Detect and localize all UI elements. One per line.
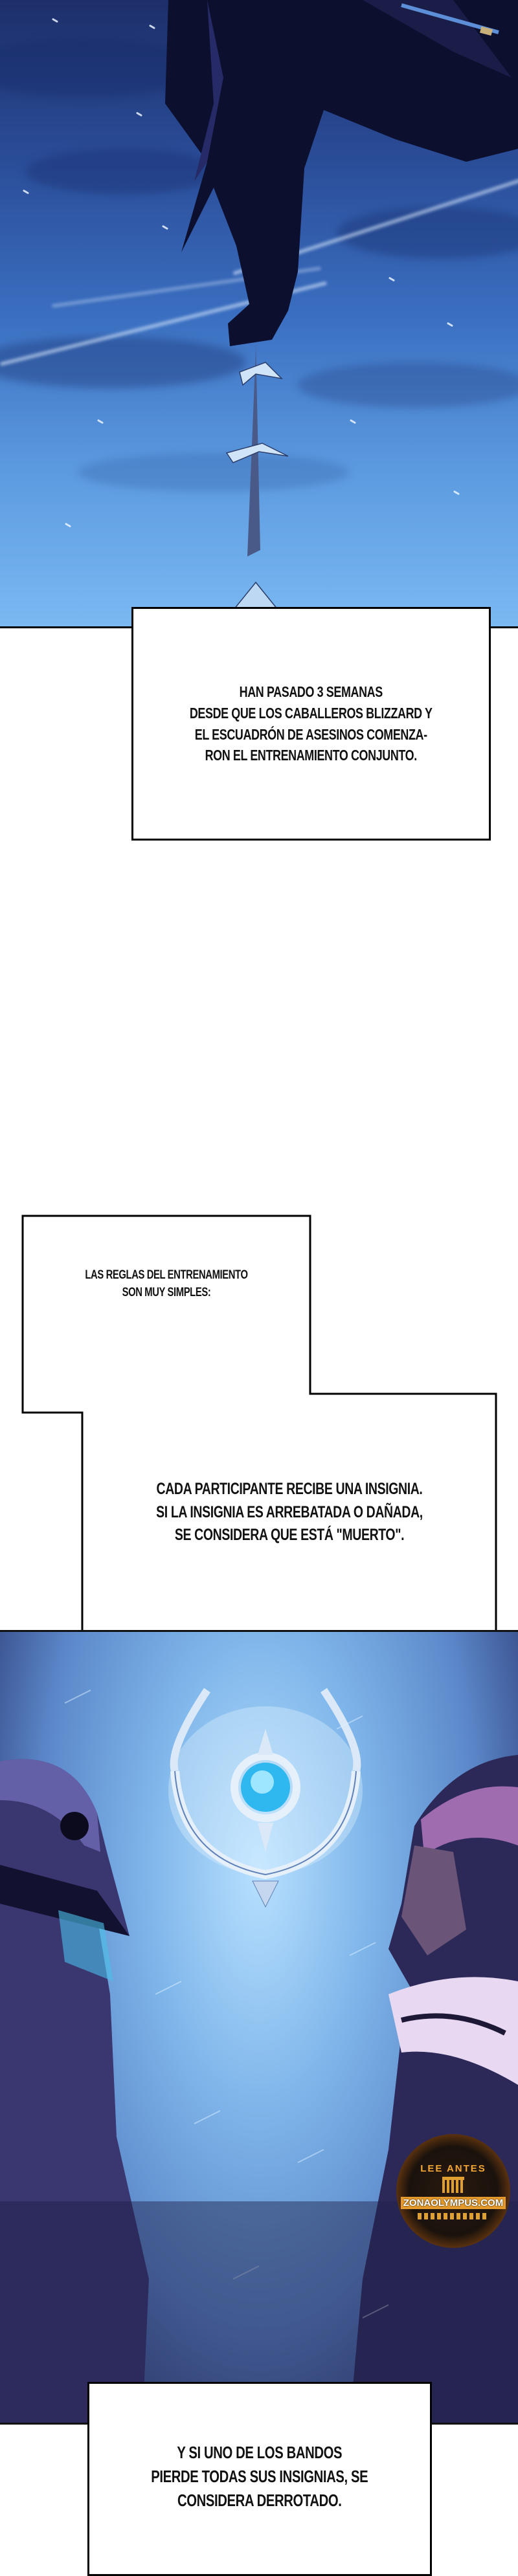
- caption-1-text: HAN PASADO 3 SEMANAS DESDE QUE LOS CABAL…: [190, 681, 433, 766]
- scene-illustration: [0, 1688, 518, 2423]
- temple-icon: [442, 2176, 464, 2193]
- cloud: [0, 336, 246, 388]
- caption-box-1: HAN PASADO 3 SEMANAS DESDE QUE LOS CABAL…: [131, 607, 491, 841]
- cloaked-figure-illustration: [165, 0, 518, 626]
- watermark-top-text: LEE ANTES: [420, 2163, 486, 2174]
- caption-line: SON MUY SIMPLES:: [122, 1285, 211, 1299]
- caption-line: CONSIDERA DERROTADO.: [177, 2490, 342, 2510]
- cloud: [337, 207, 518, 259]
- caption-line: EL ESCUADRÓN DE ASESINOS COMENZA-: [195, 725, 427, 743]
- caption-line: PIERDE TODAS SUS INSIGNIAS, SE: [151, 2466, 368, 2486]
- caption-3-text: CADA PARTICIPANTE RECIBE UNA INSIGNIA. S…: [128, 1478, 451, 1547]
- watermark-main-text: ZONAOLYMPUS.COM: [400, 2196, 506, 2209]
- panel-sky-scene: [0, 0, 518, 628]
- greek-key-pattern: [418, 2212, 489, 2219]
- caption-4-text: Y SI UNO DE LOS BANDOS PIERDE TODAS SUS …: [151, 2441, 368, 2513]
- caption-line: DESDE QUE LOS CABALLEROS BLIZZARD Y: [190, 704, 433, 721]
- cloud: [298, 362, 518, 408]
- caption-line: RON EL ENTRENAMIENTO CONJUNTO.: [205, 747, 418, 764]
- cloud: [78, 453, 350, 492]
- caption-line: CADA PARTICIPANTE RECIBE UNA INSIGNIA.: [156, 1480, 423, 1498]
- watermark-badge: LEE ANTES ZONAOLYMPUS.COM: [396, 2134, 510, 2248]
- caption-line: LAS REGLAS DEL ENTRENAMIENTO: [85, 1268, 248, 1282]
- caption-box-4: Y SI UNO DE LOS BANDOS PIERDE TODAS SUS …: [87, 2382, 432, 2576]
- insignia-icon: [168, 1688, 363, 1908]
- cloud: [26, 149, 220, 194]
- skull-knight-figure: [0, 1759, 149, 2423]
- scarred-man-figure: [350, 1755, 518, 2423]
- caption-line: SE CONSIDERA QUE ESTÁ "MUERTO".: [174, 1526, 405, 1544]
- caption-line: HAN PASADO 3 SEMANAS: [239, 683, 383, 701]
- panel-insignia-scene: LEE ANTES ZONAOLYMPUS.COM: [0, 1630, 518, 2425]
- caption-2-text: LAS REGLAS DEL ENTRENAMIENTO SON MUY SIM…: [54, 1267, 278, 1302]
- caption-line: SI LA INSIGNIA ES ARREBATADA O DAÑADA,: [156, 1503, 423, 1521]
- caption-line: Y SI UNO DE LOS BANDOS: [177, 2443, 343, 2462]
